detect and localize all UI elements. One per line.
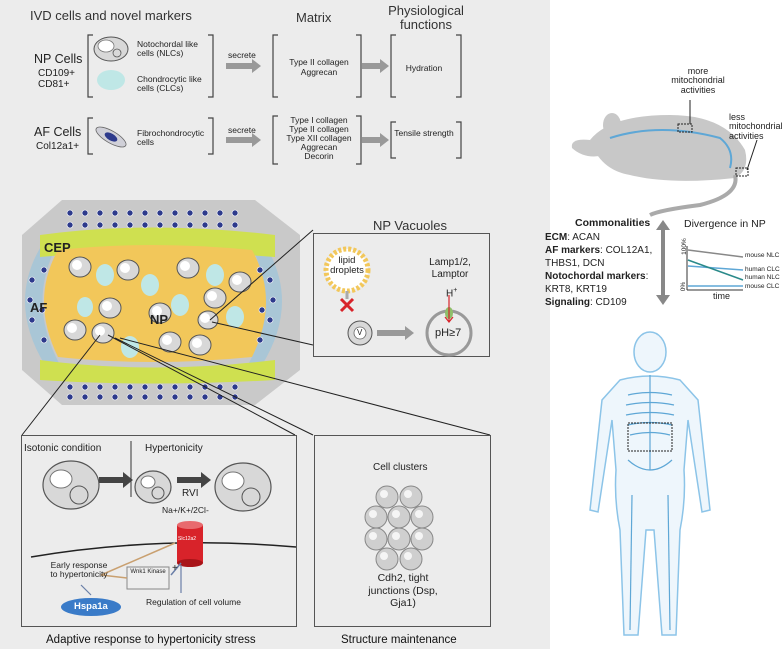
vacuoles-graphics [323, 246, 473, 357]
np-cells-title: NP Cells [34, 52, 83, 66]
nlc-cell-icon [93, 36, 129, 62]
x-label: time [713, 291, 731, 301]
mouse-skeleton-icon [609, 129, 733, 169]
np-matrix-item-1: Type II collagen [289, 57, 349, 67]
top-table-graphics [87, 34, 462, 165]
commonalities-list: ECM: ACAN AF markers: COL12A1, THBS1, DC… [545, 231, 655, 309]
hspa1a-icon [61, 598, 121, 616]
slc12a2-channel-icon [177, 521, 203, 567]
commonality-item: AF markers: COL12A1, THBS1, DCN [545, 245, 653, 269]
clusters-desc: Cdh2, tight junctions (Dsp, Gja1) [368, 572, 438, 610]
wnk1-label: Wnk1 Kinase [130, 569, 166, 575]
af-secrete-label: secrete [228, 125, 256, 135]
series-human-nlc [687, 259, 744, 281]
af-matrix-item-2: Type II collagen [289, 124, 349, 134]
clusters-caption: Structure maintenance [341, 634, 457, 646]
isotonic-label: Isotonic condition [24, 443, 102, 454]
np-matrix-item-2: Aggrecan [300, 67, 338, 77]
double-arrow-icon [656, 220, 670, 305]
commonalities-title: Commonalities [575, 217, 651, 229]
np-label: NP [150, 312, 169, 327]
ph-label: pH≥7 [435, 327, 462, 339]
human-body-icon [589, 375, 711, 636]
af-cells-title: AF Cells [34, 125, 82, 139]
mouse-tail-icon [649, 174, 738, 217]
legend-human-clc: human CLC [745, 266, 780, 273]
clc-label: Chondrocytic like cells (CLCs) [137, 74, 202, 94]
early-response-label: Early response to hypertonicity [50, 560, 108, 580]
matrix-header: Matrix [296, 10, 332, 25]
series-mouse-nlc [687, 249, 744, 258]
y-bottom-label: 0% [680, 281, 688, 292]
hypertonicity-caption: Adaptive response to hypertonicity stres… [46, 634, 256, 646]
af-marker: Col12a1+ [36, 141, 80, 152]
vacuole-arrow [377, 326, 414, 340]
physiological-header: Physiological functions [388, 3, 464, 32]
cep-label: CEP [44, 240, 71, 255]
shrink-arrow [99, 472, 133, 488]
af-secrete-arrow [226, 133, 261, 147]
divergence-title: Divergence in NP [684, 218, 766, 230]
isotonic-cell-icon [42, 460, 100, 510]
mouse-illustration [571, 100, 758, 217]
np-function-arrow [362, 59, 389, 73]
np-secrete-label: secrete [228, 50, 256, 60]
af-matrix-item-5: Decorin [304, 151, 334, 161]
commonality-item: Signaling: CD109 [545, 297, 627, 308]
recovered-cell-icon [214, 462, 272, 512]
np-marker-2: CD81+ [38, 79, 70, 90]
human-head-icon [633, 331, 667, 373]
af-matrix-item-1: Type I collagen [290, 115, 348, 125]
membrane-line [30, 542, 297, 558]
channel-label: Slc12a2 [178, 536, 197, 542]
nlc-label: Notochordal like cells (NLCs) [137, 39, 198, 59]
vacuoles-title: NP Vacuoles [373, 218, 447, 233]
af-matrix-item-4: Aggrecan [300, 142, 338, 152]
rvi-arrow [177, 472, 211, 488]
np-marker-1: CD109+ [38, 68, 75, 79]
regulation-label: Regulation of cell volume [146, 597, 241, 607]
fibro-label: Fibrochondrocytic cells [137, 128, 205, 148]
series-human-clc [687, 265, 744, 271]
legend-human-nlc: human NLC [745, 274, 780, 281]
lipid-label: lipid droplets [330, 255, 364, 276]
lamp-label: Lamp1/2, Lamptor [429, 257, 471, 280]
block-x-icon [339, 297, 355, 313]
commonality-item: Notochordal markers: KRT8, KRT19 [545, 271, 649, 295]
hypertonicity-graphics [30, 441, 297, 616]
legend-mouse-clc: mouse CLC [745, 283, 780, 290]
hspa1a-label: Hspa1a [74, 601, 108, 612]
af-matrix-item-3: Type XII collagen [286, 133, 352, 143]
af-function-arrow [362, 133, 389, 147]
disc-diagram [21, 200, 491, 436]
more-mito-label: more mitochondrial activities [671, 66, 725, 95]
shrunk-cell-icon [134, 470, 172, 504]
rvi-label: RVI [182, 488, 199, 499]
clc-cell-icon [97, 70, 125, 90]
commonality-item: ECM: ACAN [545, 232, 601, 243]
ivd-cells-header: IVD cells and novel markers [30, 8, 192, 23]
legend-mouse-nlc: mouse NLC [745, 252, 780, 259]
cluster-graphics [364, 485, 434, 571]
plus-sign: + [172, 563, 178, 574]
less-mito-label: less mitochondrial activities [729, 112, 783, 141]
vacuole-v-label: V [357, 328, 363, 337]
y-top-label: 100% [680, 238, 688, 255]
proton-label: H+ [446, 287, 458, 300]
np-secrete-arrow [226, 59, 261, 73]
np-function: Hydration [405, 63, 443, 73]
af-function: Tensile strength [394, 128, 454, 138]
mouse-body-icon [590, 115, 747, 181]
divergence-chart [656, 220, 744, 305]
af-label: AF [30, 300, 48, 315]
fibro-cell-icon [95, 126, 127, 148]
hypertonicity-label: Hypertonicity [145, 443, 203, 454]
human-body-illustration [589, 331, 711, 636]
transport-label: Na+/K+/2Cl- [162, 505, 209, 515]
clusters-title: Cell clusters [373, 462, 428, 473]
